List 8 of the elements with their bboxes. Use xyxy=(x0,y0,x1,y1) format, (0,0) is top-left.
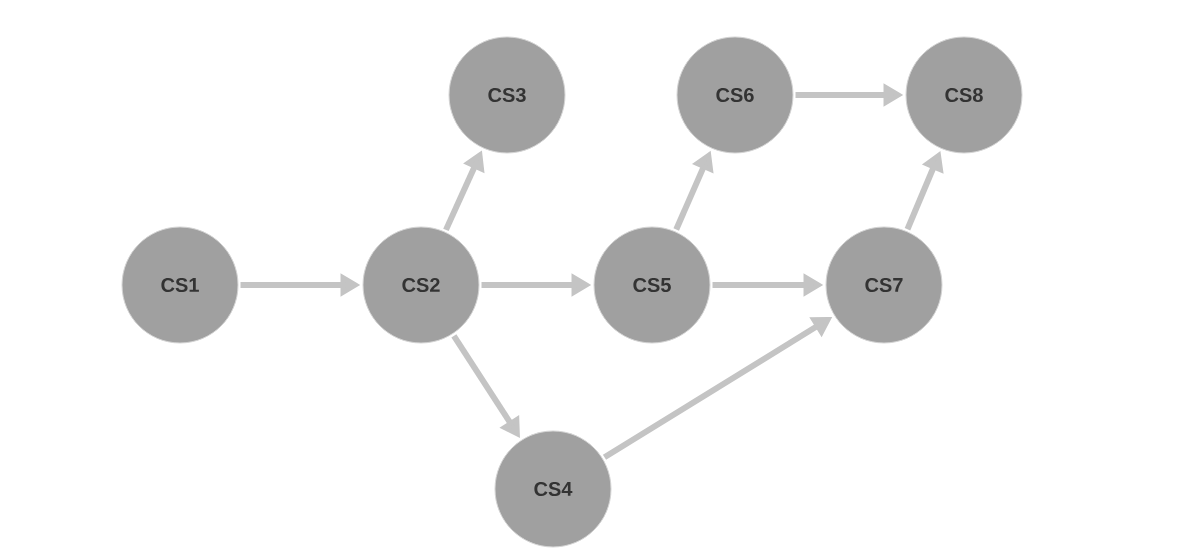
circle-node: CS6 xyxy=(676,36,794,154)
circle-node: CS7 xyxy=(825,226,943,344)
circle-node: CS3 xyxy=(448,36,566,154)
circle-node: CS1 xyxy=(121,226,239,344)
circle-node: CS2 xyxy=(362,226,480,344)
circle-node: CS4 xyxy=(494,430,612,548)
circle-node: CS8 xyxy=(905,36,1023,154)
circle-node: CS5 xyxy=(593,226,711,344)
